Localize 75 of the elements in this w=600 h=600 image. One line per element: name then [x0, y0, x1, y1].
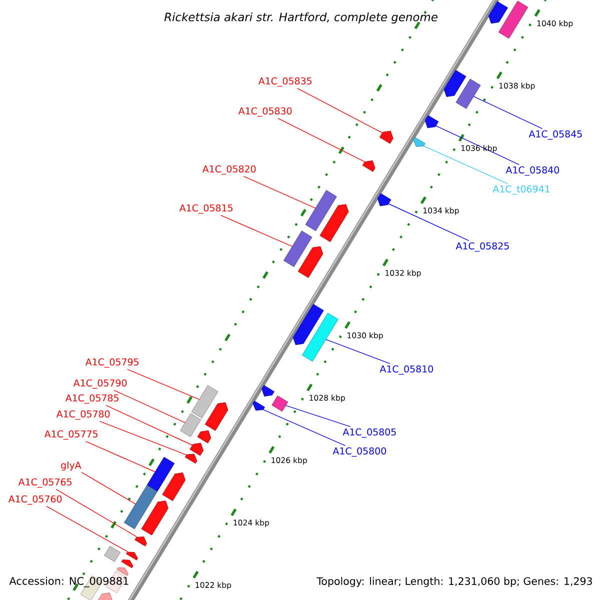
leader-line	[473, 96, 543, 130]
gene-block	[162, 472, 186, 502]
leader-line	[326, 339, 390, 364]
gene-label: A1C_05815	[179, 204, 232, 214]
gene-block	[116, 567, 128, 576]
leader-line	[99, 420, 187, 456]
gene-block	[141, 500, 168, 536]
gene-block	[377, 193, 392, 206]
leader-line	[114, 390, 186, 423]
gene-block	[362, 160, 376, 172]
gene-label: A1C_05840	[506, 166, 559, 176]
gene-label: A1C_05775	[44, 430, 98, 440]
gene-block	[292, 304, 324, 346]
gene-block	[272, 396, 288, 412]
gene-label: A1C_05765	[18, 478, 72, 488]
leader-line	[262, 409, 346, 446]
gene-block	[305, 190, 337, 232]
summary-text: Topology: linear; Length: 1,231,060 bp; Genes: 1,293	[316, 577, 592, 587]
gene-block	[302, 312, 338, 362]
gene-block	[190, 442, 204, 456]
leader-line	[388, 203, 470, 242]
gene-block	[498, 0, 528, 39]
gene-label: A1C_05830	[238, 107, 292, 117]
gene-label: A1C_05760	[8, 495, 62, 505]
gene-label: A1C_05820	[202, 165, 256, 175]
leader-line	[285, 405, 351, 428]
gene-block	[180, 413, 202, 438]
leader-line	[81, 472, 136, 504]
gene-block	[283, 230, 312, 268]
gene-label: A1C_05805	[342, 428, 396, 438]
leader-line	[106, 404, 193, 446]
accession-text: Accession: NC_009881	[9, 576, 128, 588]
gene-block	[134, 536, 147, 546]
gene-block	[191, 385, 218, 418]
gene-block	[124, 484, 158, 530]
gene-label: A1C_t06941	[492, 185, 550, 195]
leader-line	[297, 88, 383, 134]
leader-line	[423, 146, 508, 184]
gene-label: A1C_05785	[65, 394, 118, 404]
title: Rickettsia akari str. Hartford, complete genome	[164, 12, 438, 24]
gene-block	[456, 78, 481, 109]
gene-block	[121, 560, 134, 568]
gene-label: A1C_05790	[73, 379, 127, 389]
gene-label: A1C_05810	[380, 365, 433, 375]
gene-label: A1C_05780	[56, 410, 110, 420]
gene-label: A1C_05795	[85, 358, 138, 368]
leader-line	[436, 125, 520, 166]
gene-label: A1C_05845	[528, 130, 582, 140]
gene-block	[320, 204, 349, 242]
gene-block	[98, 592, 112, 600]
leader-line	[243, 176, 316, 208]
gene-block	[488, 1, 508, 24]
gene-block	[298, 246, 324, 278]
gene-block	[204, 402, 228, 431]
gene-block	[197, 430, 212, 444]
gene-block	[146, 456, 175, 492]
gene-block	[444, 70, 466, 97]
leader-line	[56, 488, 138, 538]
gene-block	[379, 130, 394, 144]
gene-label: A1C_05835	[258, 77, 312, 87]
leader-line	[127, 368, 200, 400]
gene-block	[184, 454, 198, 464]
leader-line	[220, 214, 293, 247]
gene-block	[424, 115, 439, 128]
gene-label: glyA	[61, 461, 82, 471]
gene-block	[104, 546, 121, 562]
gene-block	[252, 400, 265, 411]
leader-line	[85, 440, 156, 472]
gene-block	[126, 552, 138, 560]
leader-line	[46, 506, 128, 552]
leader-line	[278, 118, 366, 162]
gene-label: A1C_05825	[456, 242, 509, 252]
gene-label: A1C_05800	[332, 447, 386, 457]
gene-block	[262, 385, 274, 397]
gene-block	[413, 137, 426, 147]
